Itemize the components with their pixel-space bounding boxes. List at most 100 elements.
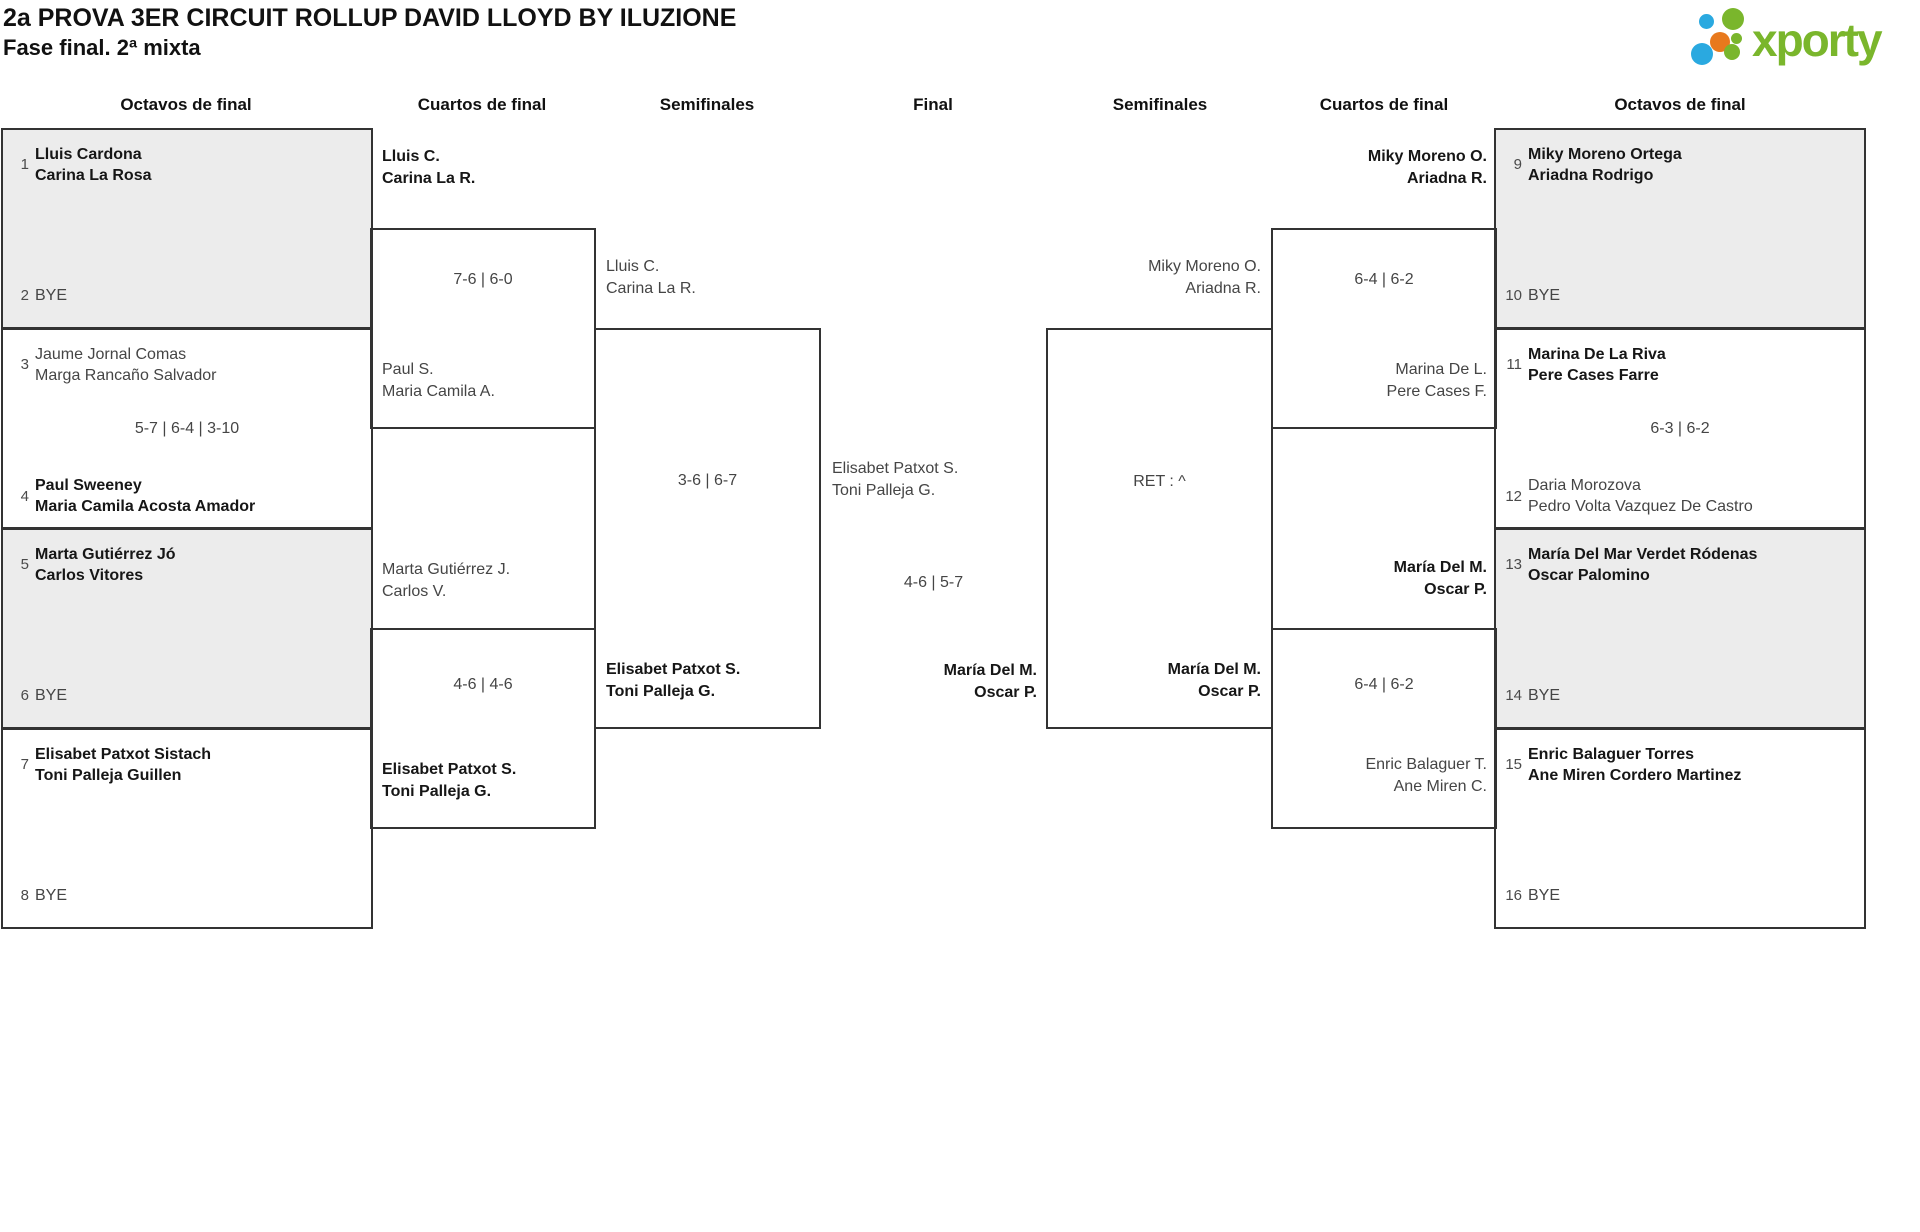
match-score: 4-6 | 4-6 <box>453 676 513 693</box>
page-title: 2a PROVA 3ER CIRCUIT ROLLUP DAVID LLOYD … <box>3 4 737 32</box>
seed-number: 7 <box>20 756 29 773</box>
player-name: Miky Moreno O. <box>1367 148 1487 165</box>
round-header-semis-left: Semifinales <box>659 95 755 114</box>
match-box-cuartos-right-top <box>1271 228 1497 429</box>
team-label: Miky Moreno O. Ariadna R. <box>1148 256 1261 300</box>
round-header-cuartos-right: Cuartos de final <box>1319 95 1449 114</box>
player-name: Elisabet Patxot S. <box>606 661 741 678</box>
player-name: Ariadna R. <box>1406 170 1487 187</box>
seed-number: 16 <box>1505 887 1522 904</box>
round-header-cuartos-left: Cuartos de final <box>417 95 547 114</box>
match-score: 6-3 | 6-2 <box>1650 420 1710 437</box>
player-name: Maria Camila A. <box>382 383 495 400</box>
match-box-octavos-9-10: 9 Miky Moreno Ortega Ariadna Rodrigo 10 … <box>1494 128 1866 329</box>
seed-number: 15 <box>1505 756 1522 773</box>
bye-label: BYE <box>35 687 68 704</box>
match-box-octavos-1-2: 1 Lluis Cardona Carina La Rosa 2 BYE <box>1 128 373 329</box>
seed-number: 1 <box>20 156 29 173</box>
logo-wordmark: xporty <box>1752 14 1883 66</box>
round-header-final: Final <box>913 95 953 114</box>
team-pair: Miky Moreno Ortega Ariadna Rodrigo <box>1528 144 1682 186</box>
player-name: Elisabet Patxot S. <box>382 761 517 778</box>
player-name: Toni Palleja G. <box>382 783 492 800</box>
player-name: Carlos Vitores <box>35 567 144 584</box>
player-name: Pere Cases Farre <box>1528 367 1659 384</box>
team-label: Elisabet Patxot S. Toni Palleja G. <box>606 659 740 703</box>
player-name: Paul Sweeney <box>35 477 142 494</box>
player-name: Marta Gutiérrez J. <box>382 561 511 578</box>
player-name: Oscar P. <box>1424 581 1487 598</box>
team-label: Lluis C. Carina La R. <box>382 146 475 190</box>
logo-dot-icon <box>1699 14 1714 29</box>
player-name: Pedro Volta Vazquez De Castro <box>1528 498 1753 515</box>
seed-number: 9 <box>1513 156 1522 173</box>
player-name: Paul S. <box>382 361 434 378</box>
player-name: María Del M. <box>1393 559 1487 576</box>
team-label: Marta Gutiérrez J. Carlos V. <box>382 559 510 603</box>
team-label: Elisabet Patxot S. Toni Palleja G. <box>382 759 516 803</box>
seed-number: 11 <box>1506 356 1522 373</box>
team-label-champion: María Del M. Oscar P. <box>944 660 1037 704</box>
player-name: Elisabet Patxot S. <box>832 460 959 477</box>
player-name: Marina De L. <box>1395 361 1487 378</box>
round-header-octavos-left: Octavos de final <box>120 95 252 114</box>
seed-number: 4 <box>20 488 29 505</box>
match-score: 3-6 | 6-7 <box>677 472 738 489</box>
team-label: Lluis C. Carina La R. <box>606 256 696 300</box>
match-score: 6-4 | 6-2 <box>1354 271 1414 288</box>
match-box-octavos-11-12: 11 Marina De La Riva Pere Cases Farre 6-… <box>1494 328 1866 529</box>
player-name: Marga Rancaño Salvador <box>35 367 217 384</box>
player-name: Pere Cases F. <box>1386 383 1487 400</box>
seed-number: 2 <box>20 287 29 304</box>
match-box-cuartos-right-bottom <box>1271 628 1497 829</box>
player-name: Miky Moreno Ortega <box>1528 146 1682 163</box>
team-pair: Enric Balaguer Torres Ane Miren Cordero … <box>1528 744 1741 786</box>
player-name: Lluis C. <box>382 148 440 165</box>
match-score-final: 4-6 | 5-7 <box>903 574 964 591</box>
logo-dot-icon <box>1691 43 1713 65</box>
player-name: Toni Palleja G. <box>832 482 936 499</box>
bye-label: BYE <box>35 287 68 304</box>
player-name: Marina De La Riva <box>1528 346 1666 363</box>
team-pair: Lluis Cardona Carina La Rosa <box>35 144 151 186</box>
team-pair: María Del Mar Verdet Ródenas Oscar Palom… <box>1528 544 1757 586</box>
team-label: Miky Moreno O. Ariadna R. <box>1368 146 1487 190</box>
player-name: Oscar Palomino <box>1528 567 1650 584</box>
logo-dot-icon <box>1724 44 1740 60</box>
match-score: 5-7 | 6-4 | 3-10 <box>134 420 240 437</box>
match-box-octavos-15-16: 15 Enric Balaguer Torres Ane Miren Corde… <box>1494 728 1866 929</box>
match-box-semifinal-left <box>594 328 821 729</box>
team-label: Enric Balaguer T. Ane Miren C. <box>1365 754 1487 798</box>
match-box-octavos-7-8: 7 Elisabet Patxot Sistach Toni Palleja G… <box>1 728 373 929</box>
team-label-finalist-left: Elisabet Patxot S. Toni Palleja G. <box>832 458 958 502</box>
player-name: Toni Palleja Guillen <box>35 767 182 784</box>
logo-dot-icon <box>1722 8 1744 30</box>
team-pair: Marina De La Riva Pere Cases Farre <box>1528 344 1666 386</box>
team-pair: Jaume Jornal Comas Marga Rancaño Salvado… <box>35 344 216 386</box>
bye-label: BYE <box>35 887 68 904</box>
match-box-octavos-3-4: 3 Jaume Jornal Comas Marga Rancaño Salva… <box>1 328 373 529</box>
player-name: Lluis C. <box>606 258 660 275</box>
team-pair: Elisabet Patxot Sistach Toni Palleja Gui… <box>35 744 211 786</box>
player-name: Daria Morozova <box>1528 477 1641 494</box>
player-name: Carlos V. <box>382 583 447 600</box>
player-name: Lluis Cardona <box>35 146 142 163</box>
team-pair: Marta Gutiérrez Jó Carlos Vitores <box>35 544 175 586</box>
player-name: Carina La R. <box>606 280 696 297</box>
match-box-semifinal-right <box>1046 328 1273 729</box>
seed-number: 10 <box>1505 287 1522 304</box>
player-name: Ane Miren Cordero Martinez <box>1528 767 1742 784</box>
xporty-logo[interactable]: xporty <box>1688 4 1918 70</box>
seed-number: 6 <box>20 687 29 704</box>
match-box-octavos-13-14: 13 María Del Mar Verdet Ródenas Oscar Pa… <box>1494 528 1866 729</box>
match-score: 7-6 | 6-0 <box>453 271 513 288</box>
player-name: María Del M. <box>943 662 1037 679</box>
player-name: Jaume Jornal Comas <box>35 346 187 363</box>
seed-number: 12 <box>1505 488 1522 505</box>
player-name: Ariadna Rodrigo <box>1528 167 1654 184</box>
bye-label: BYE <box>1528 887 1561 904</box>
player-name: Enric Balaguer Torres <box>1528 746 1694 763</box>
player-name: Carina La R. <box>382 170 476 187</box>
seed-number: 5 <box>20 556 29 573</box>
